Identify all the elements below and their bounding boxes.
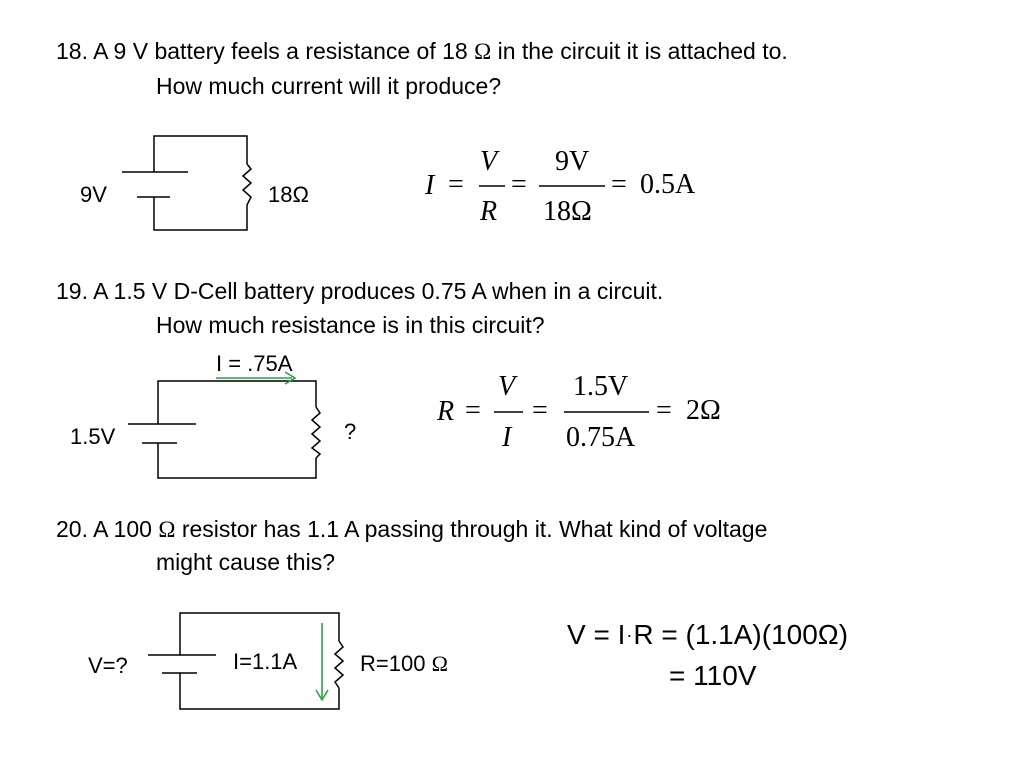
equation-19-lhs: R — [437, 396, 455, 427]
circuit-19-wire-top — [157, 380, 317, 424]
circuit-19-wire-bottom — [157, 443, 317, 479]
current-label-19: I = .75A — [216, 351, 293, 376]
equation-18-fraction-2-denominator: 18Ω — [543, 196, 592, 227]
resistor-label-19: ? — [344, 419, 357, 444]
equation-18-rhs: 0.5A — [640, 169, 696, 200]
circuit-18 — [122, 135, 253, 231]
resistor-label-20: R=100 Ω — [360, 652, 448, 676]
question-20-line-1: 20. A 100 Ω resistor has 1.1 A passing t… — [56, 516, 767, 543]
resistor-zigzag — [333, 640, 345, 689]
resistor-label-20-value: R=100 — [360, 651, 426, 676]
omega-symbol: Ω — [474, 39, 492, 64]
circuit-20 — [148, 612, 345, 710]
fraction-bars — [479, 185, 649, 413]
current-arrow-19 — [216, 371, 297, 385]
equation-19-fraction-1-denominator: I — [502, 422, 512, 453]
question-19-line-2: How much resistance is in this circuit? — [156, 312, 545, 338]
equation-18-equals-2: = — [511, 169, 527, 200]
equation-19-equals-3: = — [656, 395, 672, 426]
question-18-line-1: 18. A 9 V battery feels a resistance of … — [56, 38, 788, 65]
question-20-text-start: 20. A 100 — [56, 516, 152, 542]
equation-18-fraction-2-numerator: 9V — [555, 146, 590, 177]
equation-19-equals-2: = — [532, 395, 548, 426]
question-19-line-1: 19. A 1.5 V D-Cell battery produces 0.75… — [56, 278, 664, 304]
question-20-text-end: resistor has 1.1 A passing through it. W… — [181, 516, 768, 542]
resistor-zigzag — [310, 406, 322, 459]
equation-18-equals-3: = — [611, 169, 627, 200]
current-arrow-20 — [315, 623, 329, 702]
resistor-zigzag — [241, 163, 253, 206]
equation-18-fraction-1-numerator: V — [480, 146, 498, 177]
current-arrowhead — [315, 689, 329, 702]
circuit-18-wire-bottom — [153, 197, 248, 231]
battery-label-20: V=? — [88, 653, 128, 678]
current-arrowhead — [284, 371, 297, 385]
question-18-text-start: 18. A 9 V battery feels a resistance of … — [56, 38, 468, 64]
equation-19-rhs: 2Ω — [686, 395, 721, 426]
circuit-20-wire-top — [179, 612, 340, 655]
equation-20-line-1: V = I·R = (1.1A)(100Ω) — [567, 620, 848, 650]
equation-20-line-1-end: R = (1.1A)(100Ω) — [633, 619, 849, 650]
question-18-line-2: How much current will it produce? — [156, 73, 502, 99]
question-20-line-2: might cause this? — [156, 549, 335, 575]
circuit-19 — [128, 380, 322, 479]
equation-20-line-1-start: V = I — [567, 619, 626, 650]
circuit-20-wire-bottom — [179, 673, 340, 710]
equation-19-fraction-1-numerator: V — [498, 371, 516, 402]
question-18-text-end: in the circuit it is attached to. — [497, 38, 788, 64]
equation-18-lhs: I — [425, 170, 435, 201]
multiplication-dot: · — [626, 625, 633, 645]
circuit-18-wire-top — [153, 135, 248, 172]
equation-19-fraction-2-denominator: 0.75A — [566, 422, 636, 453]
battery-label-19: 1.5V — [70, 424, 116, 449]
equation-20-line-2: = 110V — [669, 660, 757, 691]
equation-18-fraction-1-denominator: R — [480, 196, 498, 227]
battery-label-18: 9V — [80, 182, 107, 207]
current-label-20: I=1.1A — [233, 649, 298, 674]
equation-18-equals-1: = — [448, 169, 464, 200]
equation-19-fraction-2-numerator: 1.5V — [573, 371, 629, 402]
equation-19-equals-1: = — [465, 395, 481, 426]
omega-symbol: Ω — [431, 651, 448, 676]
resistor-label-18: 18Ω — [268, 182, 309, 207]
omega-symbol: Ω — [158, 517, 176, 542]
